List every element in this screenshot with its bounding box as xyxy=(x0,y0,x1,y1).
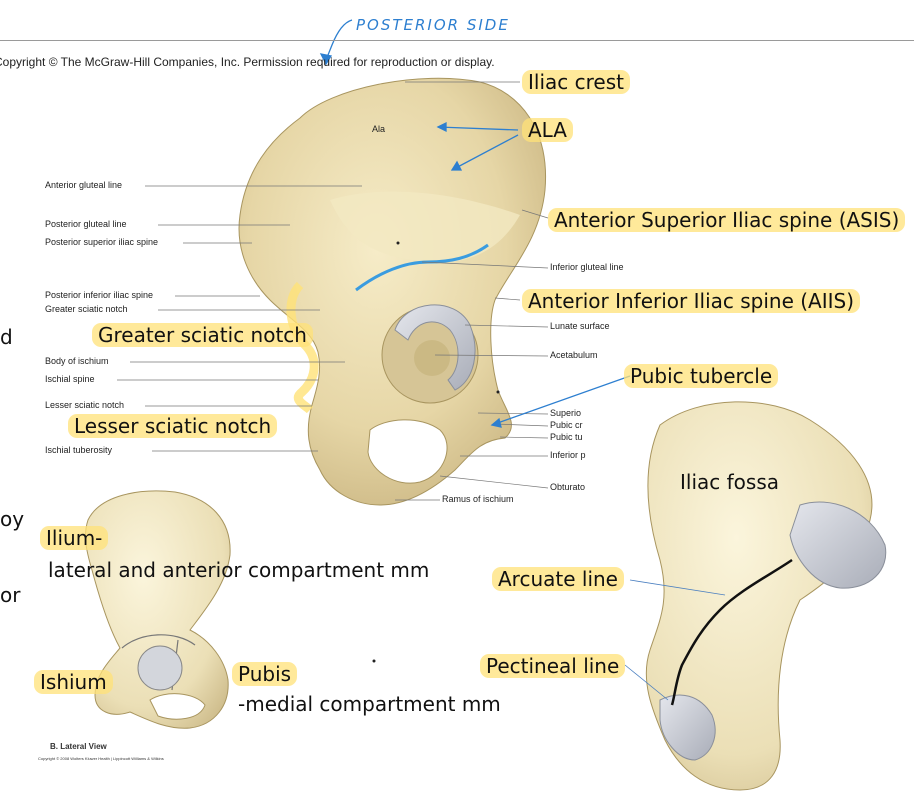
leader-lines-right xyxy=(395,81,549,501)
lateral-view-caption: B. Lateral View xyxy=(50,742,107,751)
arcuate-line-annotation: Arcuate line xyxy=(492,567,624,591)
inferior-gluteal-line-label: Inferior gluteal line xyxy=(550,262,624,272)
anterior-gluteal-line-label: Anterior gluteal line xyxy=(45,180,123,190)
body-of-ischium-label: Body of ischium xyxy=(45,356,109,366)
lesser-sciatic-notch-small-label: Lesser sciatic notch xyxy=(45,400,125,410)
iliac-fossa-label: Iliac fossa xyxy=(680,470,779,494)
pubic-tubercle-small-label: Pubic tu xyxy=(550,432,583,442)
lateral-view-illustration xyxy=(84,490,231,729)
lesser-sciatic-notch-annotation: Lesser sciatic notch xyxy=(68,414,278,438)
sciatic-notch-highlight xyxy=(286,281,319,414)
ischial-tuberosity-label: Ischial tuberosity xyxy=(45,445,113,455)
ishium-annotation: Ishium xyxy=(34,670,113,694)
ala-annotation: ALA xyxy=(522,118,573,142)
fine-print: Copyright © 2008 Wolters Kluwer Health |… xyxy=(38,756,164,761)
edge-fragment-2: oy xyxy=(0,507,25,531)
ilium-annotation: Ilium- xyxy=(40,526,109,550)
posterior-superior-iliac-spine-label: Posterior superior iliac spine xyxy=(45,237,159,247)
obturator-label: Obturato xyxy=(550,482,586,492)
leader-lines-left xyxy=(117,185,362,452)
superior-ramus-label: Superio xyxy=(550,408,582,418)
copyright-wrapper: Copyright © The McGraw-Hill Companies, I… xyxy=(0,55,560,69)
hip-bone-illustration xyxy=(238,77,547,506)
lunate-surface-label: Lunate surface xyxy=(550,321,610,331)
pubis-description: -medial compartment mm xyxy=(238,692,501,716)
pubic-crest-label: Pubic cr xyxy=(550,420,583,430)
posterior-inferior-iliac-spine-label: Posterior inferior iliac spine xyxy=(45,290,154,300)
posterior-gluteal-line-label: Posterior gluteal line xyxy=(45,219,127,229)
medial-view-illustration xyxy=(624,401,887,791)
pubis-annotation: Pubis xyxy=(232,662,298,686)
top-divider xyxy=(0,40,914,41)
ala-arrows xyxy=(319,19,631,428)
edge-fragment-3: or xyxy=(0,583,21,607)
pectineal-line-annotation: Pectineal line xyxy=(480,654,626,678)
iliac-crest-annotation: Iliac crest xyxy=(522,70,630,94)
ramus-of-ischium-label: Ramus of ischium xyxy=(442,494,514,504)
handwritten-title: POSTERIOR SIDE xyxy=(356,16,510,34)
ischial-spine-label: Ischial spine xyxy=(45,374,95,384)
greater-sciatic-notch-annotation: Greater sciatic notch xyxy=(92,323,313,347)
ilium-description: lateral and anterior compartment mm xyxy=(48,558,430,582)
pubic-tubercle-annotation: Pubic tubercle xyxy=(624,364,779,388)
edge-fragment-1: d xyxy=(0,325,13,349)
inferior-ramus-label: Inferior p xyxy=(550,450,586,460)
aiis-annotation: Anterior Inferior Iliac spine (AIIS) xyxy=(522,289,861,313)
ala-small-label: Ala xyxy=(372,124,386,134)
acetabulum-label: Acetabulum xyxy=(550,350,598,360)
copyright-text: Copyright © The McGraw-Hill Companies, I… xyxy=(0,55,495,69)
asis-annotation: Anterior Superior Iliac spine (ASIS) xyxy=(548,208,906,232)
greater-sciatic-notch-small-label: Greater sciatic notch xyxy=(45,304,128,314)
